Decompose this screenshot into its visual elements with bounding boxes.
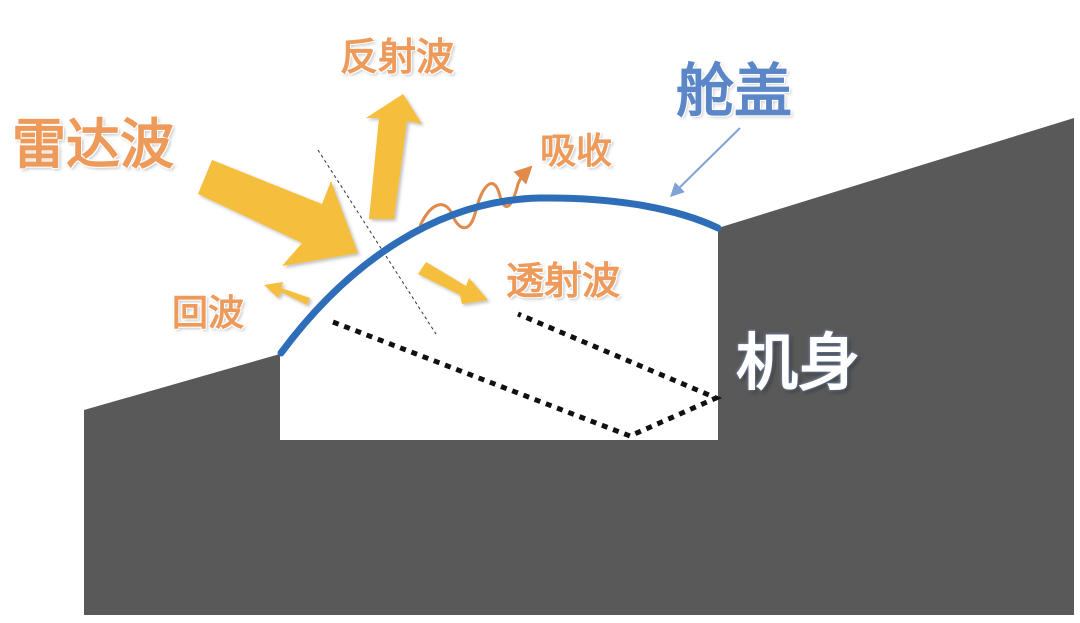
canopy-pointer-line [670,127,741,197]
fuselage-body [84,118,1074,615]
reflected-wave-arrow [366,94,422,219]
reflected-wave-label: 反射波 [340,35,455,79]
echo-wave-label: 回波 [172,293,245,334]
radar-wave-label: 雷达波 [12,113,174,176]
echo-wave-arrow [264,282,310,305]
surface-normal-line [317,149,437,335]
transmitted-wave-label: 透射波 [506,259,621,303]
radar-wave-arrow [198,160,358,266]
canopy-label: 舱盖 [676,57,793,125]
canopy-curve [277,194,722,357]
absorption-label: 吸收 [540,131,613,172]
internal-ray-path [332,311,723,439]
fuselage-label: 机身 [736,326,861,399]
absorption-wave [418,165,533,230]
transmitted-wave-arrow [418,262,488,304]
